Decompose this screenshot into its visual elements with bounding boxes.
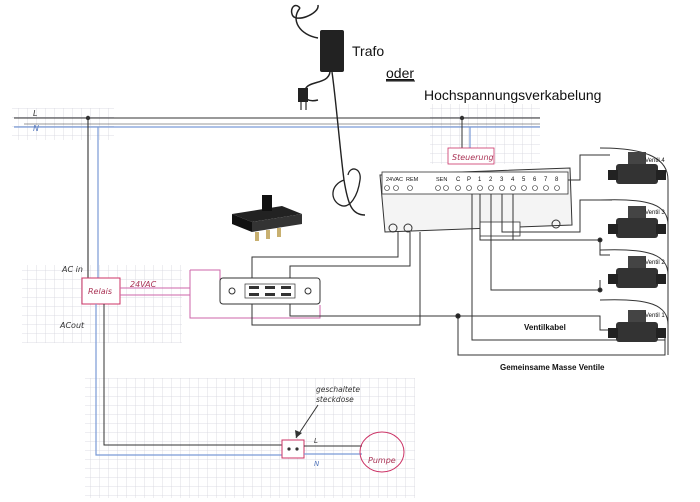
label-steckdose-line1: geschaltete [316,385,360,394]
valve-label: Ventil 1 [645,313,665,319]
valve-label: Ventil 2 [645,260,665,266]
controller-terminal-rem: REM [406,177,419,183]
controller-terminal-row: C P 1 2 3 4 5 6 7 8 [456,177,559,183]
label-l-top: L [33,109,37,118]
pump-circle [359,431,405,473]
relais-feed-wires [87,118,100,281]
socket-pin [295,447,299,451]
controller-terminal: 7 [544,177,548,183]
switch-to-controller-wires [251,232,460,326]
steckdose-arrowhead [295,430,302,438]
label-n-bottom: N [314,460,320,468]
controller-terminal: 4 [511,177,515,183]
label-n-top: N [33,124,39,133]
relais-box [81,277,121,305]
grid-bottom [85,378,415,498]
label-gemeinsame-masse: Gemeinsame Masse Ventile [500,363,605,372]
socket-pin [287,447,291,451]
label-steckdose-line2: steckdose [316,395,354,404]
label-l-bottom: L [314,437,318,445]
valve-icon [608,152,666,184]
label-ac-out: ACout [59,321,85,330]
trafo-icon [290,4,366,216]
label-oder: oder [386,65,414,81]
controller-terminal: 8 [555,177,559,183]
relais-24vac-wires [120,269,321,319]
controller-terminal: 6 [533,177,537,183]
controller-terminal: 5 [522,177,526,183]
controller-terminal: C [456,177,461,183]
valve-icon [608,256,666,288]
label-ac-in: AC in [61,265,83,274]
steuerung-box [447,147,495,165]
valve-wires [455,147,669,356]
valve-icon [608,206,666,238]
controller-terminal: 2 [489,177,493,183]
valve-label: Ventil 4 [645,158,665,164]
socket-to-pump-wires [304,445,362,455]
relais-label: Relais [88,287,112,296]
label-ventilkabel: Ventilkabel [524,323,566,332]
controller-terminal: P [467,177,471,183]
steuerung-label: Steuerung [452,153,494,162]
pump-label: Pumpe [368,456,396,465]
controller-terminal-24vac: 24VAC [386,177,403,183]
label-24vac: 24VAC [130,280,157,289]
switch-terminal-block [219,277,321,305]
valve-icon [608,310,666,342]
valve-label: Ventil 3 [645,210,665,216]
controller-screws [384,185,560,191]
switched-socket [281,439,305,459]
label-hochspannung: Hochspannungsverkabelung [424,87,601,103]
label-trafo: Trafo [352,43,384,59]
ac-out-wires [95,304,284,456]
controller-terminal: 3 [500,177,504,183]
slide-switch-icon [232,195,302,241]
controller-terminal: 1 [478,177,482,183]
controller-terminal-sen: SEN [436,177,447,183]
